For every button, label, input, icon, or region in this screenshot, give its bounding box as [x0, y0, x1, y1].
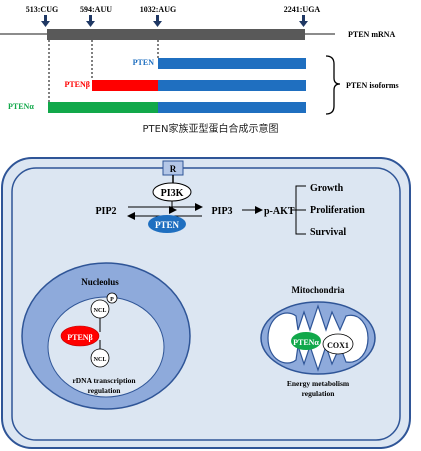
site-label-cug: 513:CUG — [26, 5, 58, 14]
isoform-label-pten-beta: PTENβ — [64, 80, 90, 89]
nucleolus-title: Nucleolus — [81, 277, 119, 287]
bar-pten-beta-n — [92, 80, 158, 91]
mrna-label: PTEN mRNA — [348, 30, 396, 39]
pakt-label: p-AKT — [264, 206, 295, 217]
isoform-group-label: PTEN isoforms — [346, 81, 399, 90]
phospho-marker — [106, 292, 118, 304]
pip3-label: PIP3 — [211, 206, 232, 217]
site-label-auu: 594:AUU — [80, 5, 112, 14]
mrna-schematic: 513:CUG 594:AUU 1032:AUG 2241:UGA PTEN m… — [0, 5, 399, 115]
isoform-label-pten: PTEN — [133, 58, 155, 67]
site-label-uga: 2241:UGA — [284, 5, 321, 14]
cell-inner-membrane — [11, 167, 401, 441]
nucleolus-function-line1: rDNA transcription — [72, 376, 136, 385]
site-label-aug: 1032:AUG — [140, 5, 176, 14]
bar-pten-beta-core — [158, 80, 306, 91]
bar-pten-alpha-core — [158, 102, 306, 113]
cox1-node — [322, 333, 354, 355]
phospho-label: P — [110, 297, 114, 303]
ncl-bottom-label: NCL — [94, 357, 107, 363]
pip2-label: PIP2 — [95, 206, 116, 217]
cell-diagram: R PI3K PIP2 PIP3 PTEN p-AKT Growth Proli… — [1, 157, 411, 449]
outcome-growth: Growth — [310, 183, 344, 194]
figure-caption: PTEN家族亚型蛋白合成示意图 — [142, 124, 279, 135]
mitochondria-title: Mitochondria — [292, 285, 345, 295]
receptor-label: R — [170, 164, 177, 174]
isoform-brace — [325, 55, 341, 115]
arrow-cug — [44, 15, 47, 22]
mrna-coding-bar — [47, 29, 305, 40]
pten-enzyme-node — [148, 215, 186, 233]
arrow-aug — [156, 15, 159, 22]
pi3k-arrow — [168, 201, 177, 214]
pi3k-label: PI3K — [161, 188, 184, 199]
bar-pten-alpha-n — [48, 102, 158, 113]
nucleolus — [47, 296, 165, 398]
bar-pten — [158, 58, 306, 69]
pten-beta-label: PTENβ — [67, 333, 93, 342]
arrow-auu — [89, 15, 92, 22]
mito-function-line1: Energy metabolism — [287, 379, 350, 388]
outcome-proliferation: Proliferation — [310, 205, 365, 216]
ncl-bottom-node — [90, 348, 110, 368]
pten-beta-node — [60, 325, 100, 347]
pten-alpha-node — [291, 332, 321, 350]
isoform-label-pten-alpha: PTENα — [8, 102, 34, 111]
mito-function-line2: regulation — [302, 389, 336, 398]
arrow-uga — [302, 15, 305, 22]
site-arrows — [41, 15, 308, 27]
nucleolus-function-line2: regulation — [88, 386, 122, 395]
start-site-guides — [48, 40, 159, 102]
outcome-survival: Survival — [310, 227, 346, 238]
cox1-label: COX1 — [327, 341, 349, 350]
pten-alpha-label: PTENα — [293, 338, 319, 347]
pten-enzyme-label: PTEN — [155, 220, 180, 230]
ncl-top-label: NCL — [94, 308, 107, 314]
